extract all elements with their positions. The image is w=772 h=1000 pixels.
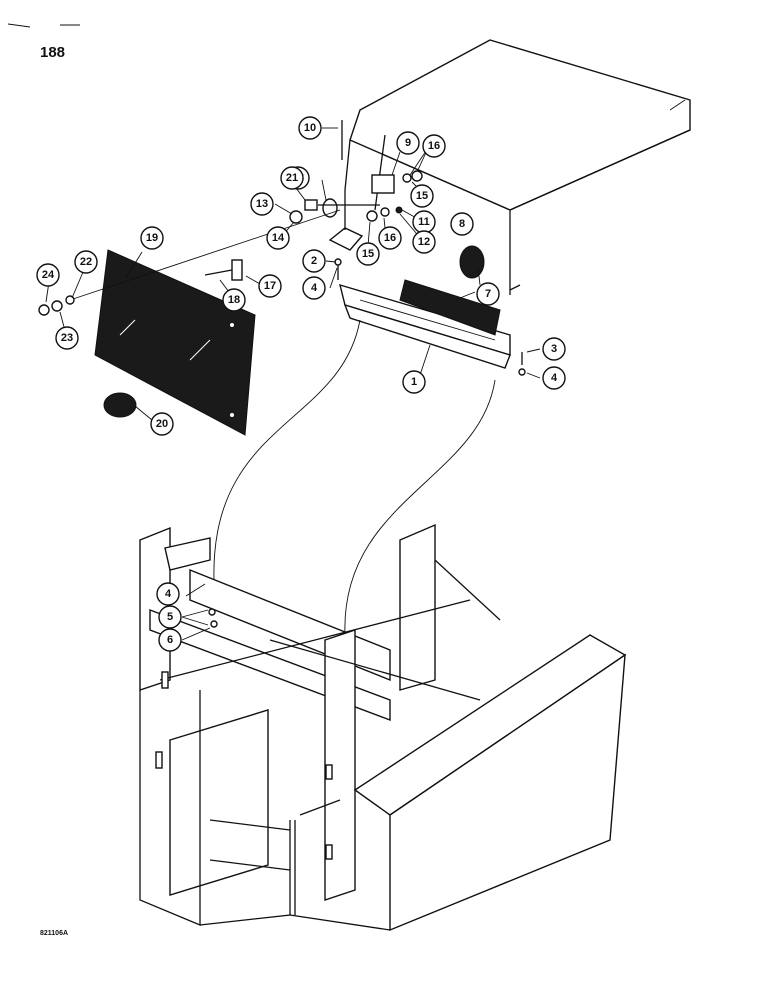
callout-4: 4 xyxy=(156,582,180,606)
hinge-bracket xyxy=(328,174,395,251)
callout-23: 23 xyxy=(55,326,79,350)
callout-12: 12 xyxy=(412,230,436,254)
callout-label: 4 xyxy=(311,282,318,294)
fastener-stack xyxy=(38,295,75,316)
leader-lines xyxy=(213,319,496,636)
callout-18: 18 xyxy=(222,288,246,312)
callout-label: 20 xyxy=(156,418,168,430)
callout-label: 19 xyxy=(146,232,158,244)
callout-15: 15 xyxy=(410,184,434,208)
figure-code: 821106A xyxy=(40,930,69,937)
callout-22: 22 xyxy=(74,250,98,274)
callout-20: 20 xyxy=(150,412,174,436)
callout-label: 15 xyxy=(362,248,374,260)
callout-label: 13 xyxy=(256,198,268,210)
callout-label: 16 xyxy=(428,140,440,152)
callout-2: 2 xyxy=(302,249,326,273)
mounting-rail xyxy=(339,283,511,369)
callout-label: 11 xyxy=(418,216,430,228)
callout-label: 3 xyxy=(551,343,557,355)
callout-19: 19 xyxy=(140,226,164,250)
hardware-cluster xyxy=(204,120,423,281)
callout-17: 17 xyxy=(258,274,282,298)
rail-bolts xyxy=(334,258,526,376)
callout-16: 16 xyxy=(422,134,446,158)
callout-16: 16 xyxy=(378,226,402,250)
callout-24: 24 xyxy=(36,263,60,287)
callout-21: 21 xyxy=(280,166,304,190)
callout-9: 9 xyxy=(396,131,420,155)
callout-label: 6 xyxy=(167,634,173,646)
callout-leaders xyxy=(45,127,541,641)
reflector-plate xyxy=(69,209,341,436)
callout-1: 1 xyxy=(402,370,426,394)
callout-label: 8 xyxy=(459,218,465,230)
callout-5: 5 xyxy=(158,605,182,629)
callout-label: 4 xyxy=(165,588,172,600)
callout-4: 4 xyxy=(542,366,566,390)
small-reflector xyxy=(103,392,137,418)
callout-label: 16 xyxy=(384,232,396,244)
callout-label: 17 xyxy=(264,280,276,292)
callout-10: 10 xyxy=(298,116,322,140)
callout-4: 4 xyxy=(302,276,326,300)
callout-label: 7 xyxy=(485,288,491,300)
callout-label: 4 xyxy=(551,372,558,384)
corner-marks xyxy=(7,23,80,28)
callout-label: 9 xyxy=(405,137,411,149)
callout-7: 7 xyxy=(476,282,500,306)
page-number: 188 xyxy=(40,44,66,61)
callout-label: 22 xyxy=(80,256,92,268)
callout-3: 3 xyxy=(542,337,566,361)
callout-11: 11 xyxy=(412,210,436,234)
callout-label: 5 xyxy=(167,611,173,623)
callout-label: 24 xyxy=(42,269,55,281)
callout-13: 13 xyxy=(250,192,274,216)
callout-label: 2 xyxy=(311,255,317,267)
callout-6: 6 xyxy=(158,628,182,652)
callout-label: 18 xyxy=(228,294,240,306)
callout-14: 14 xyxy=(266,226,290,250)
callout-label: 14 xyxy=(272,232,285,244)
callout-label: 12 xyxy=(418,236,430,248)
callout-label: 1 xyxy=(411,376,417,388)
callout-15: 15 xyxy=(356,242,380,266)
callout-label: 21 xyxy=(286,172,298,184)
callout-label: 15 xyxy=(416,190,428,202)
upper-housing xyxy=(344,39,691,295)
callout-label: 23 xyxy=(61,332,73,344)
lower-frame xyxy=(139,523,627,932)
callout-8: 8 xyxy=(450,212,474,236)
callout-label: 10 xyxy=(304,122,316,134)
